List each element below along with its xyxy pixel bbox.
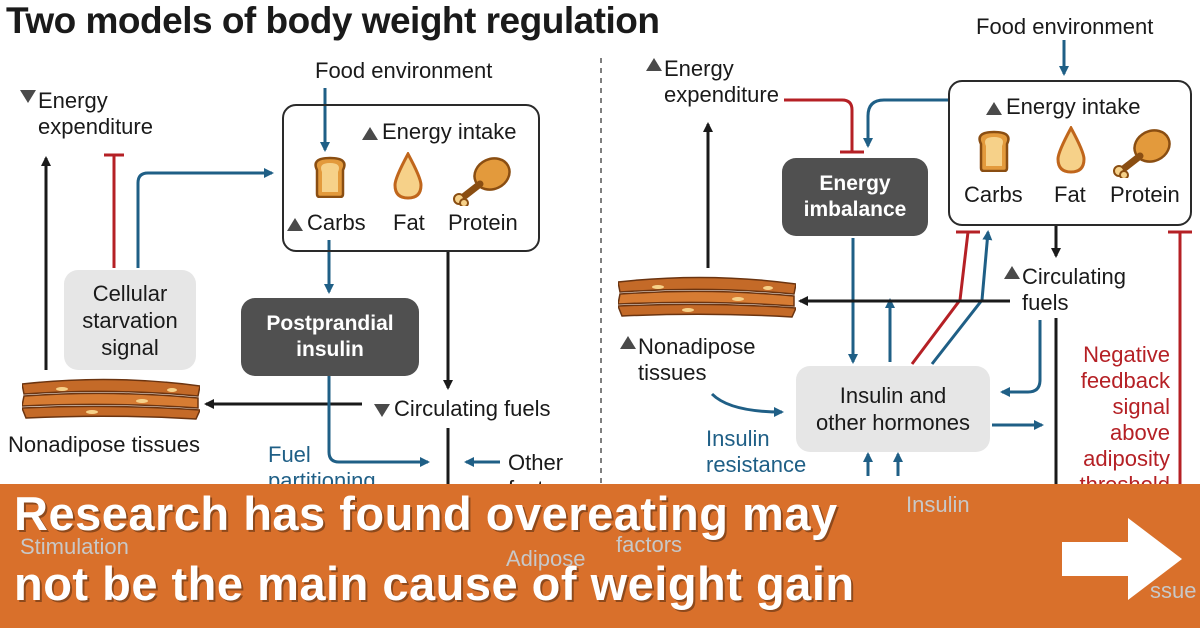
left-carbs-label: Carbs xyxy=(307,210,366,235)
left-nonadipose-tissues-label: Nonadipose tissues xyxy=(8,432,201,457)
right-fuels-to-hormones-arrow xyxy=(1000,320,1042,397)
right-nonadipose-tissues: Nonadipose tissues xyxy=(620,334,755,386)
right-insulin-faded-label: Insulin xyxy=(906,492,970,517)
bread-icon xyxy=(314,156,346,198)
right-energy-intake-label: Energy intake xyxy=(1006,94,1141,119)
right-energy-expenditure-label: Energy expenditure xyxy=(664,56,779,107)
fat-drop-icon xyxy=(1056,126,1086,174)
right-negative-feedback-label: Negative feedback signal above adiposity… xyxy=(1079,342,1170,497)
headline-line-2: not be the main cause of weight gain xyxy=(14,557,855,610)
headline-line-1: Research has found overeating may xyxy=(14,487,838,540)
left-protein-label: Protein xyxy=(448,210,518,235)
drumstick-icon xyxy=(453,157,511,206)
right-insulin-hormones-box: Insulin and other hormones xyxy=(796,366,990,452)
increase-icon xyxy=(1004,266,1020,280)
left-energy-expenditure: Energy expenditure xyxy=(20,88,153,140)
left-circulating-fuels: Circulating fuels xyxy=(374,396,551,422)
increase-icon xyxy=(620,336,636,350)
right-insulin-resistance-label: Insulin resistance xyxy=(706,426,807,477)
left-cellular-starvation-box: Cellular starvation signal xyxy=(64,270,196,370)
right-intake-to-imbalance-arrow xyxy=(863,98,948,148)
right-imbalance-inhibits-expenditure xyxy=(784,98,854,152)
decrease-icon xyxy=(374,403,390,417)
right-resistance-arrow xyxy=(710,392,784,417)
left-adipose-label: Adipose xyxy=(506,546,586,571)
left-energy-expenditure-label: Energy expenditure xyxy=(38,88,153,139)
left-circulating-fuels-label: Circulating fuels xyxy=(394,396,551,421)
right-arrow-icon[interactable] xyxy=(1058,514,1186,604)
left-energy-intake-box xyxy=(282,104,540,252)
drumstick-icon xyxy=(1113,129,1171,178)
increase-icon xyxy=(646,58,662,72)
fat-drop-icon xyxy=(393,152,423,200)
right-protein-label: Protein xyxy=(1110,182,1180,207)
right-fat-label: Fat xyxy=(1054,182,1086,207)
muscle-tissue-icon xyxy=(22,378,200,420)
right-energy-intake-box xyxy=(948,80,1192,226)
increase-icon xyxy=(986,101,1002,115)
left-postprandial-insulin-box: Postprandial insulin xyxy=(241,298,419,376)
right-energy-intake: Energy intake xyxy=(986,94,1141,120)
left-carbs: Carbs xyxy=(287,210,366,236)
right-energy-expenditure: Energy expenditure xyxy=(646,56,779,108)
increase-icon xyxy=(362,126,378,140)
left-energy-intake: Energy intake xyxy=(362,119,517,145)
right-circulating-fuels-label: Circulating fuels xyxy=(1022,264,1126,315)
increase-icon xyxy=(287,217,303,231)
right-tissue-faded-label: ssue xyxy=(1150,578,1197,603)
left-fat-label: Fat xyxy=(393,210,425,235)
headline-banner xyxy=(0,484,1200,628)
muscle-tissue-icon xyxy=(618,276,796,318)
diagram-title: Two models of body weight regulation xyxy=(6,0,660,41)
left-stimulation-label: Stimulation xyxy=(20,534,129,559)
right-red-feedback-line-a xyxy=(910,231,970,365)
right-circulating-fuels: Circulating fuels xyxy=(1004,264,1126,316)
right-food-environment-label: Food environment xyxy=(976,14,1154,39)
left-insulin-to-partition-arrow xyxy=(327,376,430,467)
decrease-icon xyxy=(20,90,36,104)
right-carbs-label: Carbs xyxy=(964,182,1023,207)
right-nonadipose-tissues-label: Nonadipose tissues xyxy=(638,334,756,385)
right-factors-label: factors xyxy=(616,532,683,557)
left-energy-intake-label: Energy intake xyxy=(382,119,517,144)
left-food-environment-label: Food environment xyxy=(315,58,493,83)
right-energy-imbalance-box: Energy imbalance xyxy=(782,158,928,236)
bread-icon xyxy=(978,130,1010,172)
left-starvation-to-intake-arrow xyxy=(136,168,274,268)
